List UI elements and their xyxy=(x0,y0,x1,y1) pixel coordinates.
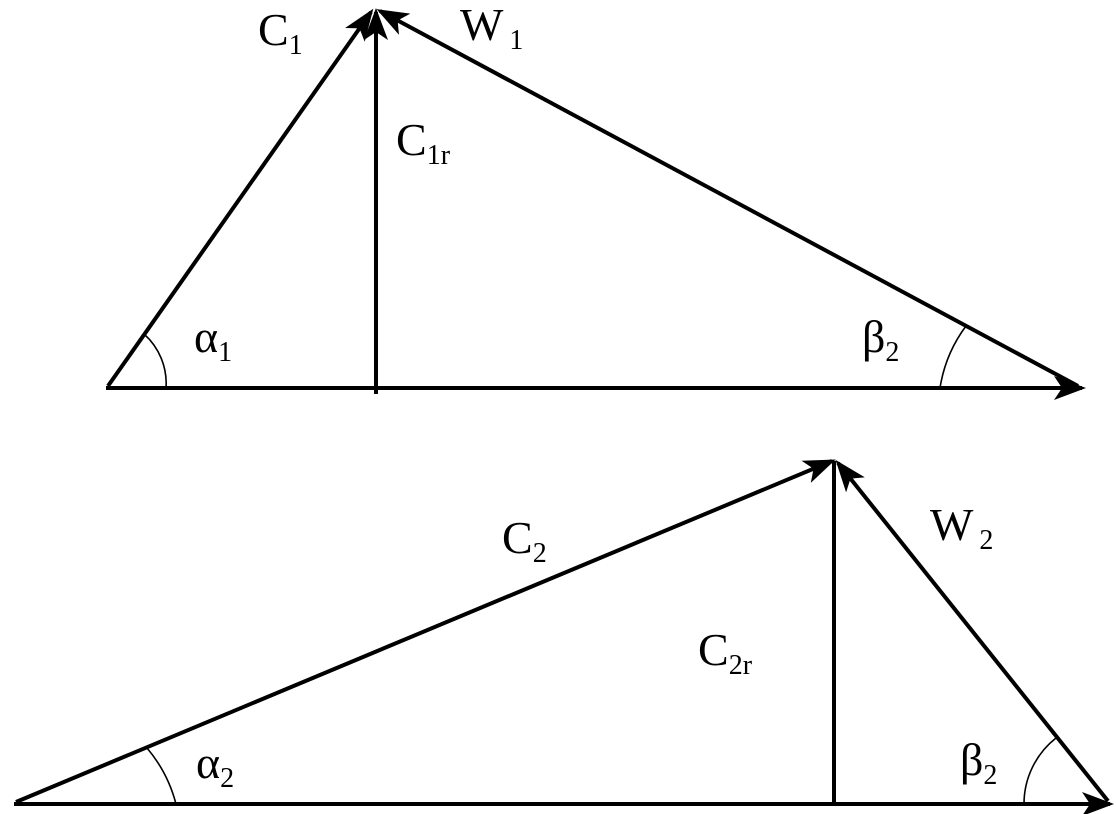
c1r-label: C1r xyxy=(396,114,451,171)
c2r-label: C2r xyxy=(698,624,753,681)
c1-vector xyxy=(106,8,374,388)
beta2-inlet-label: β2 xyxy=(862,311,899,368)
beta2-outlet-label: β2 xyxy=(960,734,997,791)
c1-label: C1 xyxy=(258,4,303,61)
alpha2-angle-arc xyxy=(146,747,177,805)
w1-vector xyxy=(376,9,1079,388)
beta2-inlet-angle-arc xyxy=(939,325,967,389)
c2-vector xyxy=(15,459,836,804)
beta2-outlet-angle-arc xyxy=(1023,737,1057,805)
alpha1-label: α1 xyxy=(194,311,232,368)
alpha1-angle-arc xyxy=(143,333,167,389)
w2-vector xyxy=(835,459,1110,803)
c2-label: C2 xyxy=(502,512,547,569)
alpha2-label: α2 xyxy=(196,737,234,794)
